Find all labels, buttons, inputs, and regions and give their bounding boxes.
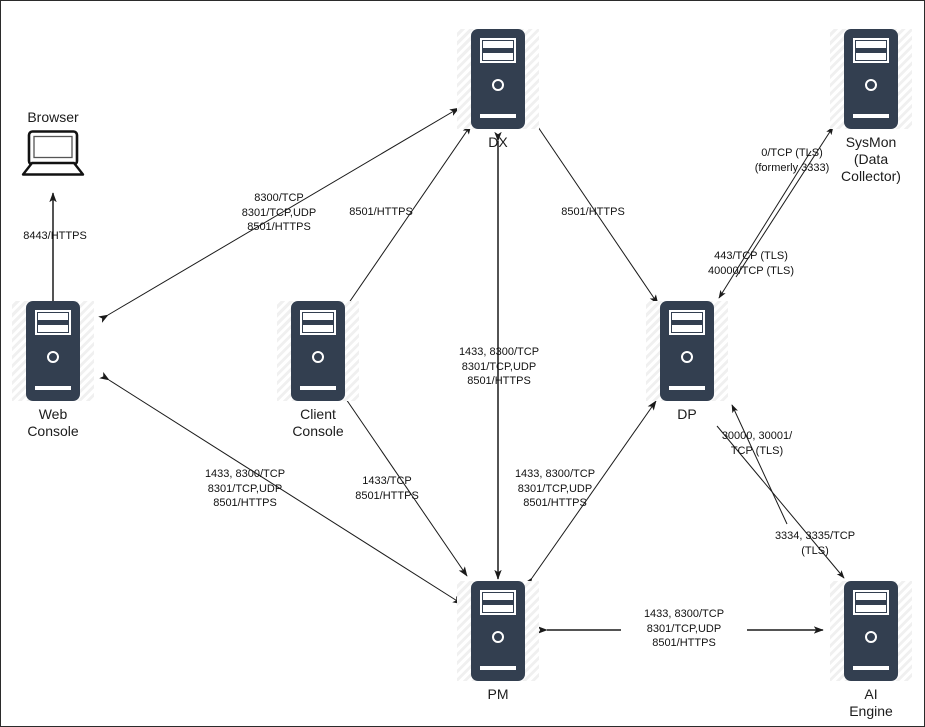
server-base-bar [35, 386, 71, 390]
server-icon [457, 581, 539, 681]
edge-label-dx-pm: 1433, 8300/TCP 8301/TCP,UDP 8501/HTTPS [458, 346, 540, 387]
edge-clientconsole-pm [337, 389, 468, 577]
edge-label-dp-aiengine: 3334, 3335/TCP (TLS) [774, 530, 856, 557]
edge-label-dp-sysmon: 0/TCP (TLS) (formerly 3333) [754, 147, 830, 174]
server-body [844, 581, 898, 681]
edge-label-clientconsole-pm: 1433/TCP 8501/HTTPS [355, 475, 419, 502]
node-pm[interactable]: PM [457, 581, 539, 703]
server-slot-bars [480, 590, 516, 615]
server-base-bar [480, 114, 516, 118]
server-power-icon [865, 631, 877, 643]
server-power-icon [47, 351, 59, 363]
server-icon [646, 301, 728, 401]
node-label-web-console: Web Console [27, 406, 79, 439]
node-label-dx: DX [488, 134, 508, 150]
edge-sysmon-dp [718, 150, 812, 299]
server-base-bar [480, 666, 516, 670]
node-label-ai-engine: AI Engine [849, 686, 893, 719]
edge-label-webconsole-pm: 1433, 8300/TCP 8301/TCP,UDP 8501/HTTPS [204, 468, 286, 509]
server-icon [277, 301, 359, 401]
node-label-sysmon: SysMon (Data Collector) [841, 134, 901, 184]
server-power-icon [681, 351, 693, 363]
edge-label-pm-aiengine: 1433, 8300/TCP 8301/TCP,UDP 8501/HTTPS [621, 607, 747, 651]
node-ai-engine[interactable]: AI Engine [830, 581, 912, 720]
node-web-console[interactable]: Web Console [12, 301, 94, 440]
laptop-icon [20, 130, 86, 177]
edge-label-webconsole-dx: 8300/TCP 8301/TCP,UDP 8501/HTTPS [241, 192, 317, 233]
server-body [660, 301, 714, 401]
node-browser[interactable]: Browser [20, 109, 86, 177]
server-slot-bars [35, 310, 71, 335]
server-power-icon [865, 79, 877, 91]
server-slot-bars [300, 310, 336, 335]
node-label-client-console: Client Console [292, 406, 344, 439]
node-sysmon[interactable]: SysMon (Data Collector) [830, 29, 912, 185]
server-slot-bars [669, 310, 705, 335]
node-label-dp: DP [677, 406, 697, 422]
server-power-icon [312, 351, 324, 363]
server-icon [457, 29, 539, 129]
edge-dp-aiengine [716, 425, 845, 579]
server-base-bar [300, 386, 336, 390]
edge-pm-dp [523, 400, 657, 588]
server-body [26, 301, 80, 401]
node-dx[interactable]: DX [457, 29, 539, 151]
edge-label-aiengine-dp: 30000, 30001/ TCP (TLS) [721, 430, 793, 457]
edge-label-pm-dp: 1433, 8300/TCP 8301/TCP,UDP 8501/HTTPS [514, 468, 596, 509]
server-body [471, 29, 525, 129]
edge-label-dx-dp: 8501/HTTPS [561, 206, 625, 218]
node-label-browser: Browser [27, 109, 79, 125]
node-client-console[interactable]: Client Console [277, 301, 359, 440]
edge-aiengine-dp [731, 404, 788, 525]
server-icon [830, 29, 912, 129]
edge-label-browser-webconsole: 8443/HTTPS [23, 230, 87, 242]
server-slot-bars [480, 38, 516, 63]
server-body [291, 301, 345, 401]
edge-dx-dp [529, 117, 659, 305]
server-power-icon [492, 79, 504, 91]
edge-clientconsole-dx [337, 124, 472, 317]
node-label-pm: PM [487, 686, 509, 702]
server-icon [830, 581, 912, 681]
server-body [471, 581, 525, 681]
server-base-bar [853, 666, 889, 670]
edge-label-sysmon-dp: 443/TCP (TLS) 40000/TCP (TLS) [707, 250, 794, 277]
server-slot-bars [853, 590, 889, 615]
server-icon [12, 301, 94, 401]
edge-dp-sysmon [735, 126, 834, 278]
server-slot-bars [853, 38, 889, 63]
edge-label-clientconsole-dx: 8501/HTTPS [349, 206, 413, 218]
server-base-bar [669, 386, 705, 390]
server-base-bar [853, 114, 889, 118]
server-power-icon [492, 631, 504, 643]
server-body [844, 29, 898, 129]
node-dp[interactable]: DP [646, 301, 728, 423]
